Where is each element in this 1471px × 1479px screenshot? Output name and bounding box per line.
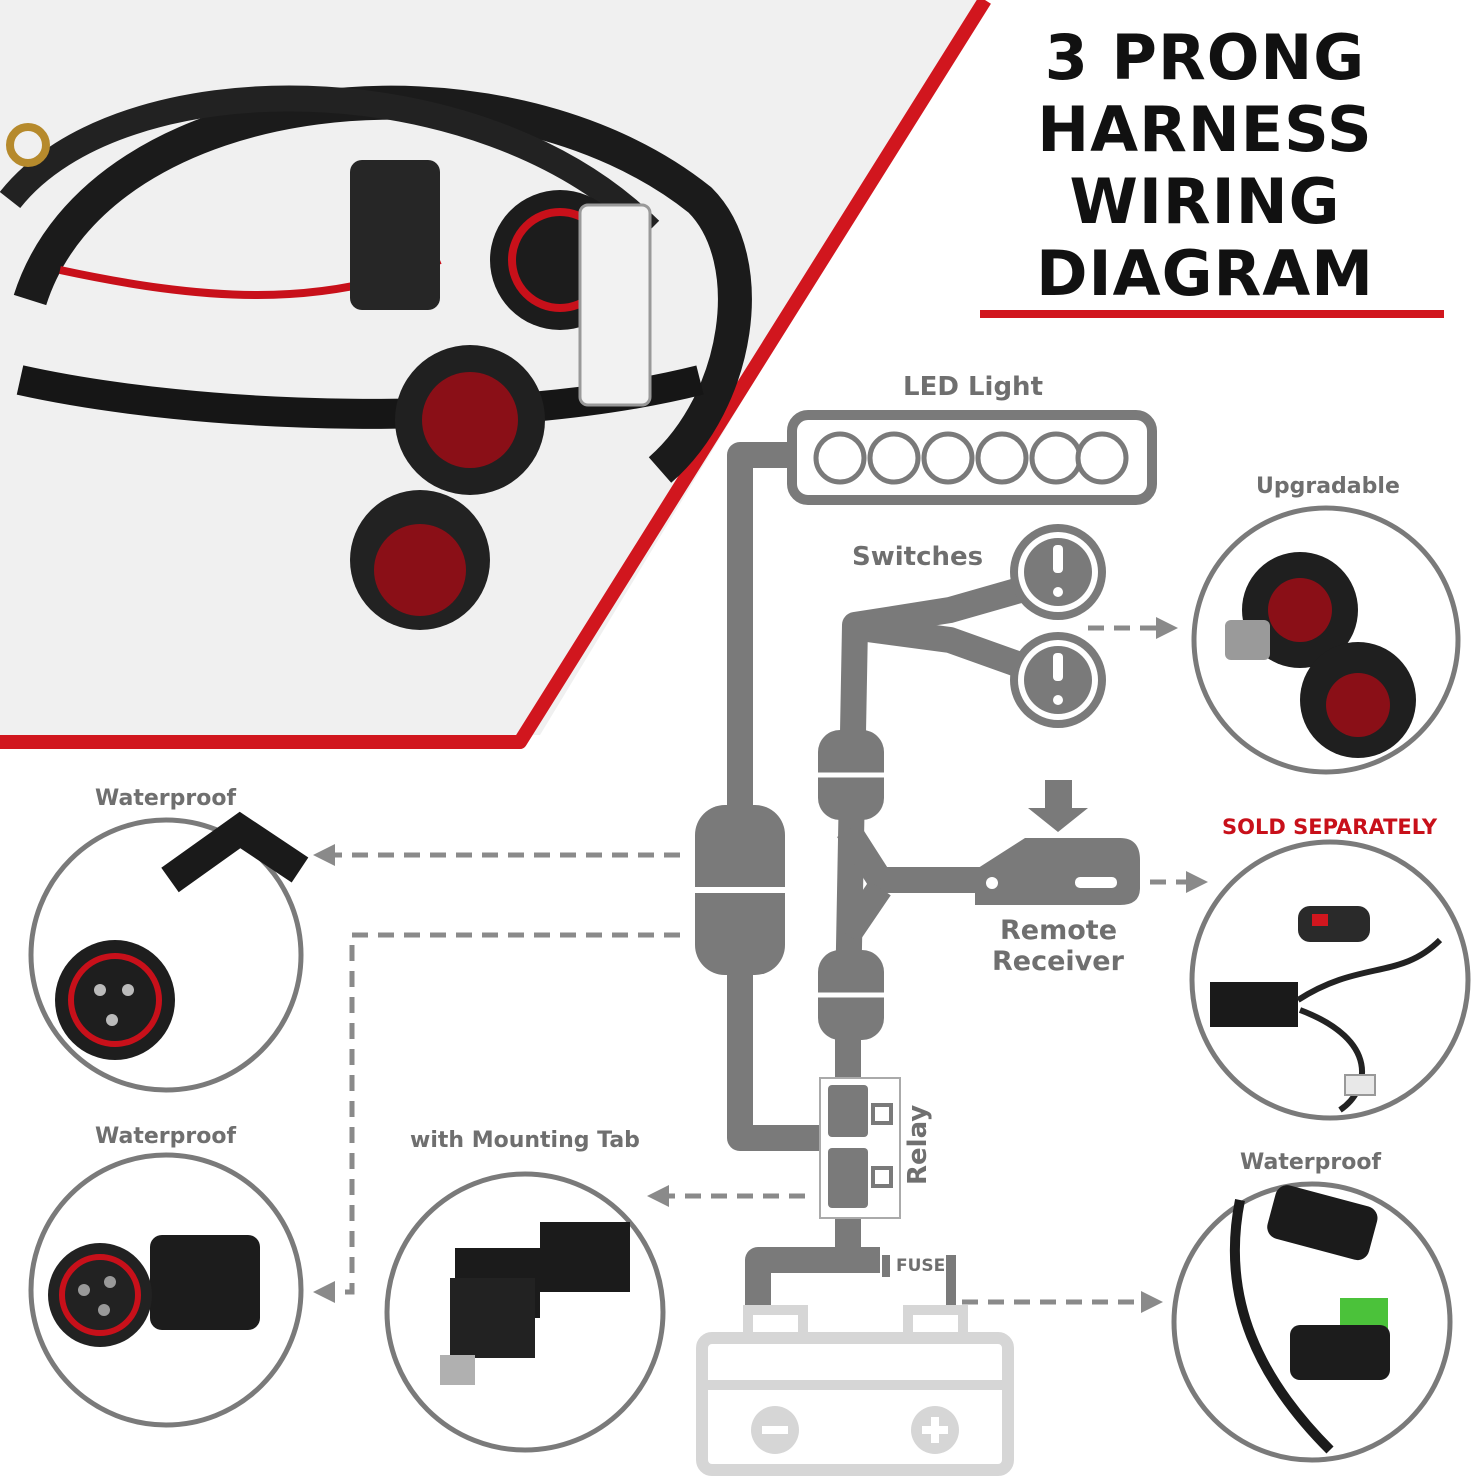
sold-separately-label: SOLD SEPARATELY — [1222, 815, 1438, 839]
relay-label: Relay — [903, 1104, 933, 1185]
fuse-icon — [882, 1255, 890, 1277]
red-divider-line — [0, 0, 991, 749]
title-line-4: DIAGRAM — [1036, 237, 1374, 310]
detail-circle-upgradable-switches — [1191, 505, 1461, 775]
upgradable-label: Upgradable — [1256, 474, 1400, 499]
led-light-bar — [787, 410, 1157, 505]
detail-circle-waterproof-female — [28, 1152, 304, 1428]
remote-receiver-icon — [975, 780, 1140, 905]
switches-label: Switches — [852, 542, 984, 572]
led-light-label: LED Light — [903, 372, 1043, 402]
title-line-1: 3 PRONG — [1044, 21, 1366, 94]
fuse-label: FUSE — [896, 1256, 946, 1276]
arrowheads — [313, 617, 1208, 1313]
harness-photo — [0, 85, 752, 630]
detail-circle-remote-kit — [1189, 839, 1471, 1121]
diagram-title: 3 PRONG HARNESS WIRING DIAGRAM — [985, 22, 1425, 310]
detail-circle-fuse-holder — [1171, 1181, 1453, 1463]
remote-receiver-label-2: Receiver — [992, 946, 1124, 977]
switch-icon-2 — [1010, 632, 1106, 728]
switch-icon-1 — [1010, 524, 1106, 620]
battery-icon — [696, 1305, 1014, 1476]
title-line-3: WIRING — [1069, 165, 1341, 238]
remote-receiver-label-1: Remote — [1000, 915, 1118, 946]
detail-circle-waterproof-male — [28, 811, 309, 1093]
waterproof-top-label: Waterproof — [95, 786, 237, 811]
waterproof-fuse-label: Waterproof — [1240, 1150, 1382, 1175]
waterproof-mid-label: Waterproof — [95, 1124, 237, 1149]
title-line-2: HARNESS — [1037, 93, 1373, 166]
relay-icon — [819, 1077, 901, 1219]
mounting-tab-label: with Mounting Tab — [410, 1128, 640, 1153]
detail-circle-relay-mount — [384, 1171, 666, 1453]
dashed-leaders — [330, 625, 1190, 1305]
